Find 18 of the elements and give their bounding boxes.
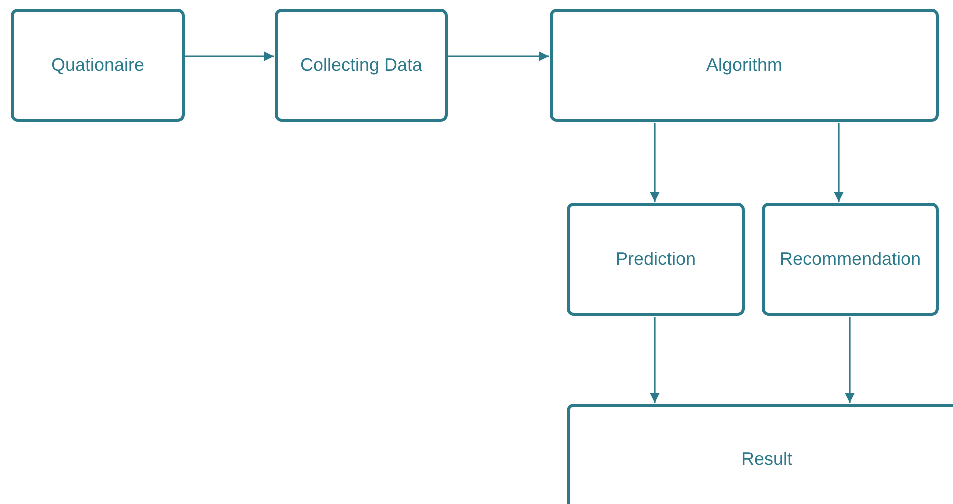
box-label: Algorithm	[706, 55, 783, 76]
box-label: Prediction	[616, 249, 696, 270]
process-box	[550, 9, 939, 122]
arrow	[650, 317, 660, 403]
arrow	[845, 317, 855, 403]
box-label: Result	[741, 448, 793, 470]
process-box	[11, 9, 185, 122]
process-box	[275, 9, 448, 122]
arrow	[448, 52, 549, 62]
box-label: Quationaire	[51, 55, 145, 76]
process-box	[567, 203, 745, 316]
box-label: Recommendation	[780, 249, 922, 270]
arrow	[185, 52, 274, 62]
arrow	[834, 123, 844, 202]
process-box	[762, 203, 939, 316]
process-box	[567, 404, 953, 504]
arrow	[650, 123, 660, 202]
box-label: Collecting Data	[300, 55, 423, 76]
